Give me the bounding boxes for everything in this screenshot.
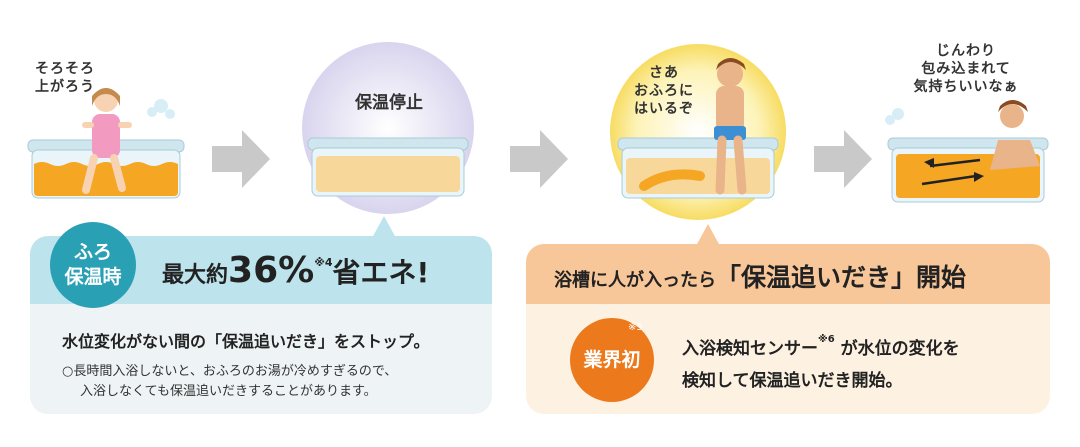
industry-first-footnote: ※5 bbox=[628, 322, 643, 333]
scene4-speech: じんわり 包み込まれて 気持ちいいなぁ bbox=[906, 42, 1026, 96]
badge-line: 保温時 bbox=[64, 266, 122, 288]
flow-arrow-2 bbox=[510, 130, 568, 188]
scene1-bath-illustration bbox=[27, 88, 185, 199]
left-panel-pointer bbox=[372, 216, 396, 238]
scene2-circle bbox=[302, 42, 474, 214]
scene1-speech-line: そろそろ bbox=[35, 61, 95, 77]
title-suffix: 省エネ! bbox=[332, 256, 430, 289]
scene4-bath-illustration bbox=[885, 100, 1049, 203]
industry-first-badge: 業界初 bbox=[570, 318, 654, 402]
title-prefix: 最大約 bbox=[162, 263, 229, 288]
scene4-speech-line: じんわり bbox=[936, 43, 996, 59]
sensor-text-line2: 検知して保温追いだき開始。 bbox=[682, 371, 903, 391]
sensor-text-line1: 入浴検知センサー※6 が水位の変化を bbox=[682, 334, 960, 359]
flow-arrow-3 bbox=[814, 130, 872, 188]
scene1-speech: そろそろ 上がろう bbox=[30, 60, 100, 96]
scene3-illustration bbox=[610, 44, 786, 220]
left-panel-body bbox=[30, 304, 492, 414]
scene4-speech-line: 気持ちいいなぁ bbox=[913, 79, 1019, 95]
left-panel-main-text: 水位変化がない間の「保温追いだき」をストップ。 bbox=[62, 332, 430, 351]
scene4-speech-line: 包み込まれて bbox=[921, 61, 1011, 77]
title-footnote: ※4 bbox=[314, 256, 333, 269]
title-value: 36% bbox=[228, 250, 315, 291]
scene3-speech-line: おふろに bbox=[634, 83, 694, 99]
sensor-text-a: 入浴検知センサー bbox=[682, 339, 818, 359]
right-panel-header bbox=[526, 244, 1050, 304]
scene3-speech-line: さあ bbox=[649, 65, 679, 81]
scene2-label: 保温停止 bbox=[355, 93, 423, 113]
left-panel-note-line2: 入浴しなくても保温追いだきすることがあります。 bbox=[80, 384, 377, 399]
right-panel-pointer bbox=[696, 224, 720, 246]
title-suffix: 開始 bbox=[916, 263, 967, 292]
title-prefix: 浴槽に人が入ったら bbox=[554, 270, 716, 291]
reheat-start-title: 浴槽に人が入ったら「保温追いだき」開始 bbox=[554, 258, 966, 294]
flow-arrow-1 bbox=[212, 130, 270, 188]
sensor-footnote: ※6 bbox=[818, 334, 835, 345]
scene3-speech: さあ おふろに はいるぞ bbox=[626, 64, 702, 118]
scene3-speech-line: はいるぞ bbox=[634, 101, 694, 117]
title-main: 「保温追いだき」 bbox=[716, 263, 917, 292]
badge-line: ふろ bbox=[73, 241, 112, 263]
energy-saving-title: 最大約36%※4省エネ! bbox=[162, 250, 429, 291]
bath-keepwarm-badge: ふろ 保温時 bbox=[50, 222, 136, 308]
sensor-text-b: が水位の変化を bbox=[834, 339, 960, 359]
left-panel-note-line1: ○長時間入浴しないと、おふろのお湯が冷めすぎるので、 bbox=[62, 364, 398, 379]
scene1-speech-line: 上がろう bbox=[35, 79, 95, 95]
